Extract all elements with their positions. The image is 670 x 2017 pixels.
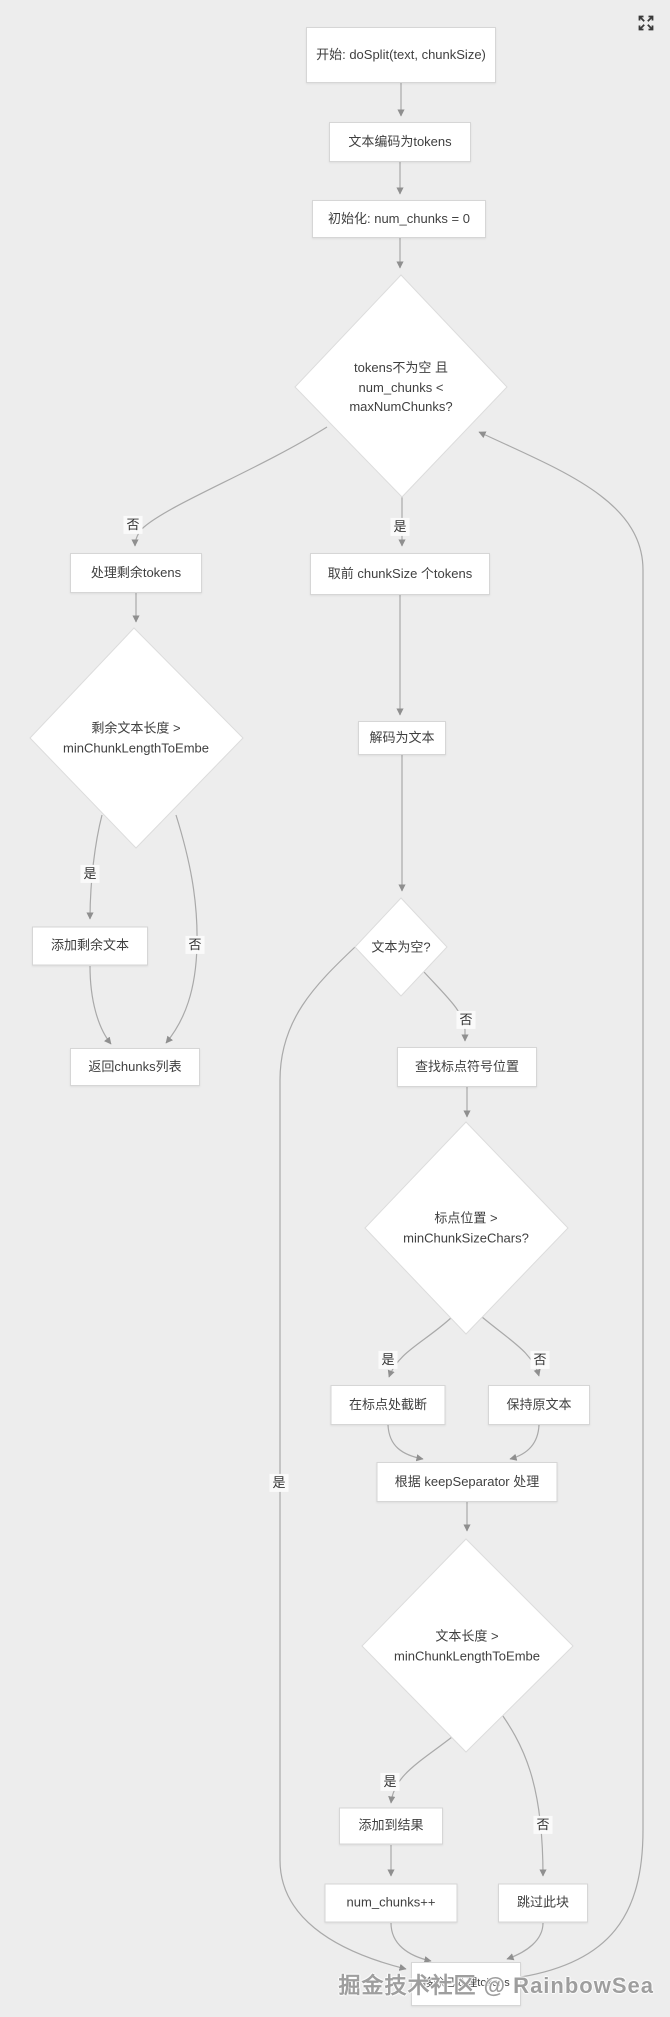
fullscreen-expand-icon[interactable] [634, 11, 658, 35]
edge-label-no-punct: 否 [530, 1350, 550, 1370]
node-return-chunks: 返回chunks列表 [70, 1048, 200, 1086]
edge-label-no-loop: 否 [123, 515, 143, 535]
node-cut-at-punct-label: 在标点处截断 [348, 1396, 427, 1412]
node-add-remaining: 添加剩余文本 [32, 926, 148, 966]
fullscreen-expand-glyph [638, 15, 654, 31]
node-encode-tokens-label: 文本编码为tokens [348, 133, 452, 149]
node-add-result-label: 添加到结果 [358, 1817, 424, 1833]
node-start: 开始: doSplit(text, chunkSize) [306, 27, 496, 83]
node-handle-remaining: 处理剩余tokens [70, 553, 202, 593]
diamond-punct-pos-label: 标点位置 > minChunkSizeChars? [403, 1210, 529, 1246]
diamond-text-len [361, 1538, 574, 1753]
edge-label-yes-length: 是 [380, 1772, 400, 1792]
node-encode-tokens: 文本编码为tokens [329, 122, 471, 162]
diamond-text-empty [354, 897, 448, 997]
node-skip-chunk: 跳过此块 [498, 1883, 588, 1923]
node-keep-separator: 根据 keepSeparator 处理 [376, 1462, 558, 1502]
node-remove-processed-label: 移除已处理tokens [422, 1977, 510, 1990]
node-remove-processed: 移除已处理tokens [411, 1962, 521, 2006]
node-skip-chunk-label: 跳过此块 [516, 1894, 569, 1910]
edge-label-no-length: 否 [533, 1815, 553, 1835]
node-find-punct-label: 查找标点符号位置 [414, 1058, 519, 1074]
node-add-result: 添加到结果 [339, 1807, 443, 1845]
node-keep-separator-label: 根据 keepSeparator 处理 [394, 1473, 540, 1489]
node-take-chunk: 取前 chunkSize 个tokens [310, 553, 490, 595]
diamond-loop-cond-label: tokens不为空 且 num_chunks < maxNumChunks? [349, 359, 453, 414]
node-keep-original-label: 保持原文本 [506, 1396, 572, 1412]
diamond-remaining-len-label: 剩余文本长度 > minChunkLengthToEmbe [63, 720, 209, 756]
node-find-punct: 查找标点符号位置 [397, 1047, 537, 1087]
diamond-remaining-len [29, 627, 244, 849]
node-decode-text: 解码为文本 [358, 721, 446, 755]
node-init-num-chunks-label: 初始化: num_chunks = 0 [328, 210, 470, 226]
diamond-text-empty-label: 文本为空? [371, 939, 431, 955]
diamond-loop-cond [294, 274, 508, 498]
edge-label-no-empty: 否 [456, 1010, 476, 1030]
diamond-text-len-label: 文本长度 > minChunkLengthToEmbe [394, 1628, 540, 1664]
node-add-remaining-label: 添加剩余文本 [50, 937, 129, 953]
edge-label-no-remaining: 否 [185, 935, 205, 955]
diamond-punct-pos [364, 1121, 569, 1335]
edge-label-yes-empty: 是 [269, 1473, 289, 1493]
node-inc-chunks-label: num_chunks++ [346, 1894, 436, 1910]
edge-label-yes-loop: 是 [390, 517, 410, 537]
node-start-label: 开始: doSplit(text, chunkSize) [316, 46, 486, 62]
node-inc-chunks: num_chunks++ [324, 1883, 458, 1923]
node-keep-original: 保持原文本 [488, 1385, 590, 1425]
node-decode-text-label: 解码为文本 [369, 729, 435, 745]
node-take-chunk-label: 取前 chunkSize 个tokens [327, 565, 473, 581]
node-handle-remaining-label: 处理剩余tokens [90, 564, 182, 580]
edge-label-yes-punct: 是 [378, 1350, 398, 1370]
node-init-num-chunks: 初始化: num_chunks = 0 [312, 200, 486, 238]
edge-label-yes-remaining: 是 [80, 864, 100, 884]
watermark-text: 掘金技术社区 @ RainbowSea [338, 1973, 654, 1998]
node-return-chunks-label: 返回chunks列表 [88, 1058, 182, 1074]
node-cut-at-punct: 在标点处截断 [330, 1385, 446, 1425]
